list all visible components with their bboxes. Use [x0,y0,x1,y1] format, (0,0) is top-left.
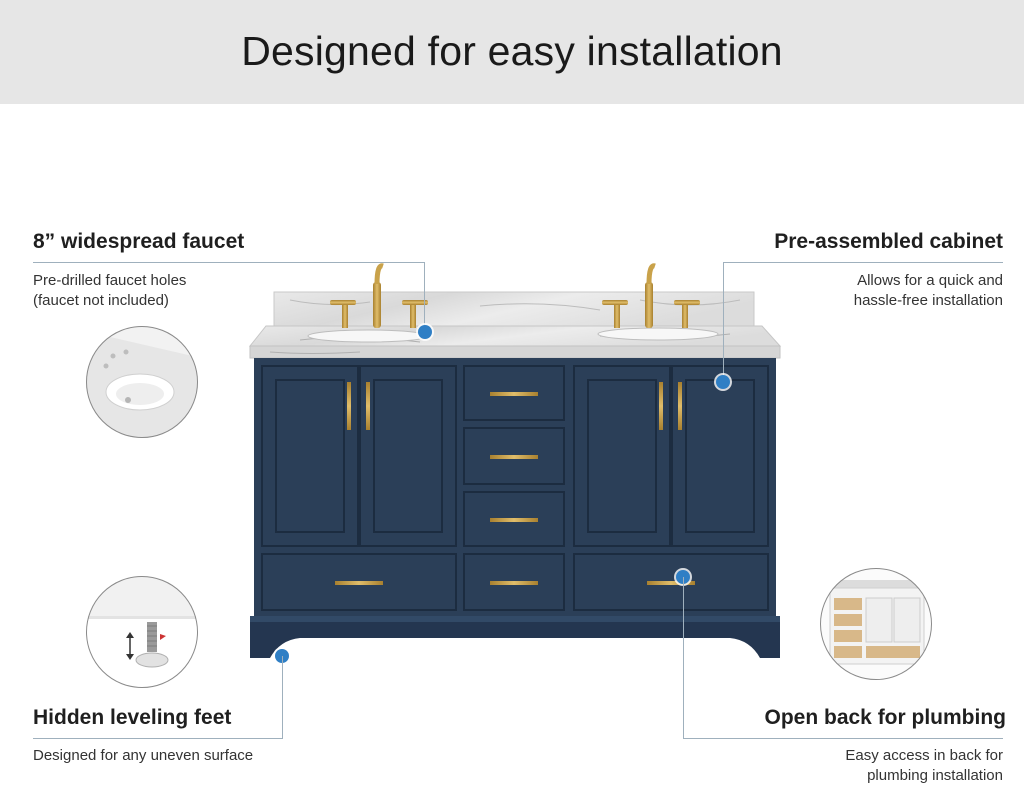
cabinet-marker-dot-icon [716,375,730,389]
sink-right [597,327,719,341]
plumbing-feature-title: Open back for plumbing [764,706,1006,729]
cabinet-feature-desc-2: hassle-free installation [853,292,1003,309]
header-banner: Designed for easy installation [0,0,1024,104]
open-back-thumbnail [820,568,932,680]
cabinet-body [254,358,776,618]
faucet-rule [33,262,425,263]
cabinet-leader [723,262,724,380]
feet-feature-desc-1: Designed for any uneven surface [33,747,254,764]
feet-leader [282,656,283,738]
faucet-marker-dot-icon [418,325,432,339]
cabinet-feature-desc-1: Allows for a quick and [857,272,1003,289]
feet-feature-title: Hidden leveling feet [33,706,232,729]
page-title: Designed for easy installation [241,28,783,74]
sink-closeup-thumbnail [86,326,198,438]
plumbing-leader [683,577,684,738]
faucet-feature-title: 8” widespread faucet [33,230,245,253]
leveling-foot-thumbnail [86,576,198,688]
faucet-feature-desc-1: Pre-drilled faucet holes [33,272,187,289]
faucet-leader [424,262,425,330]
plumbing-rule [683,738,1003,739]
plumbing-feature-desc-2: plumbing installation [867,767,1003,784]
cabinet-rule [723,262,1003,263]
feet-rule [33,738,283,739]
cabinet-feature-title: Pre-assembled cabinet [774,230,1003,253]
faucet-left [330,263,428,328]
faucet-feature-desc-2: (faucet not included) [33,292,169,309]
faucet-right [602,263,700,328]
plumbing-feature-desc-1: Easy access in back for [845,747,1003,764]
sink-left [307,329,429,343]
cabinet-base [250,618,780,658]
